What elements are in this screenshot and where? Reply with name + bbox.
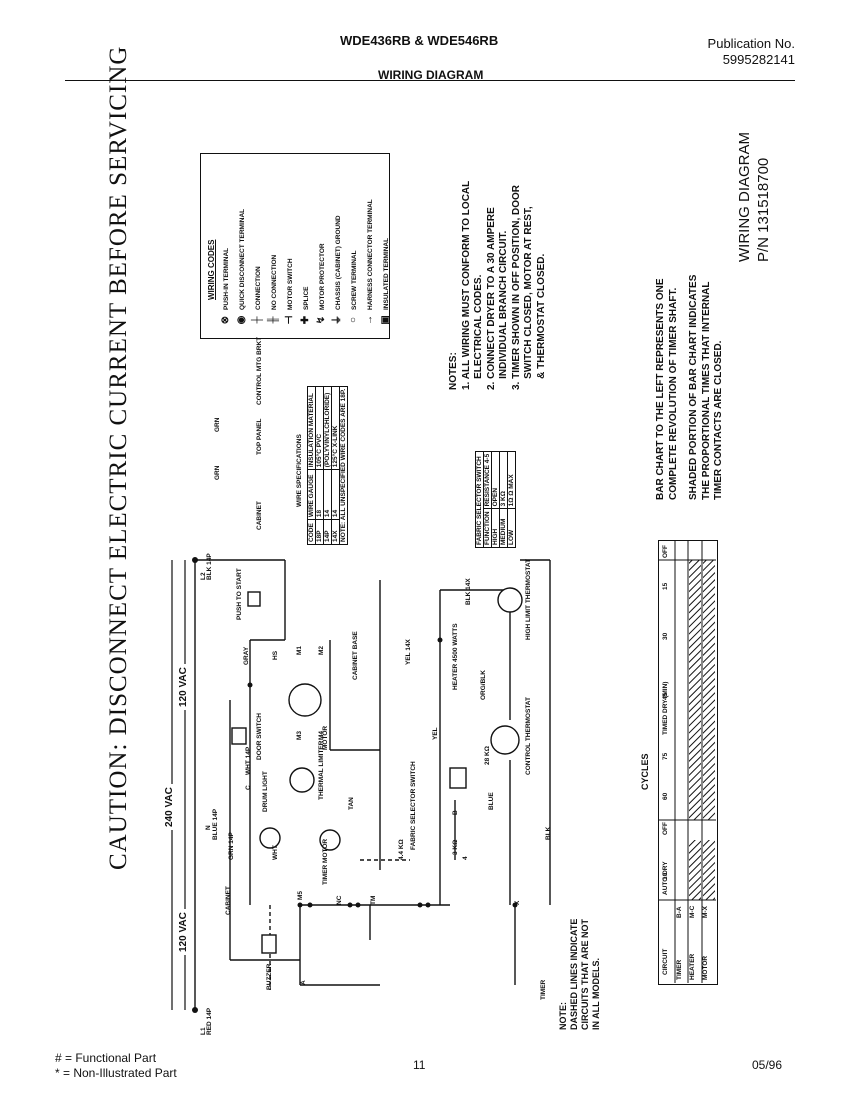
fabric-selector-switch-icon bbox=[449, 767, 467, 789]
timer-motor-icon bbox=[319, 829, 341, 851]
models-title: WDE436RB & WDE546RB bbox=[340, 33, 499, 48]
door-switch-icon bbox=[231, 727, 247, 745]
wiring-codes-box bbox=[200, 153, 390, 339]
cycle-name-off-2: OFF bbox=[662, 545, 669, 558]
high-limit-thermostat-icon bbox=[497, 587, 523, 613]
cycle-tick-label: 60 bbox=[662, 792, 669, 800]
cycle-tick-label: 10 bbox=[662, 872, 669, 880]
terminal-dots bbox=[192, 557, 518, 1013]
footer-legend: # = Functional Part * = Non-Illustrated … bbox=[55, 1051, 177, 1081]
page-number: 11 bbox=[413, 1058, 426, 1072]
header-rule bbox=[65, 80, 795, 81]
footer-legend-non-illustrated: * = Non-Illustrated Part bbox=[55, 1066, 177, 1080]
cycle-bar-heater bbox=[689, 560, 701, 820]
cycle-bar-motor bbox=[703, 560, 715, 820]
cycle-tick-label: 45 bbox=[662, 692, 669, 700]
control-thermostat-icon bbox=[490, 725, 520, 755]
cycle-tick-label: 75 bbox=[662, 752, 669, 760]
footer-date: 05/96 bbox=[752, 1058, 783, 1072]
motor-icon bbox=[288, 683, 322, 717]
thermal-limiter-icon bbox=[289, 767, 315, 793]
cycle-circuit-label: MOTOR bbox=[702, 955, 709, 980]
footer-legend-functional: # = Functional Part bbox=[55, 1051, 157, 1065]
schematic-components bbox=[231, 587, 523, 954]
buzzer-icon bbox=[261, 934, 277, 954]
publication-number: 5995282141 bbox=[722, 52, 795, 67]
cycle-name-timed: TIMED DRY (MIN) bbox=[662, 681, 669, 735]
cycle-circuit-label: TIMER bbox=[676, 959, 683, 980]
cycle-name-off: OFF bbox=[662, 822, 669, 835]
publication-block: Publication No. 5995282141 bbox=[640, 36, 795, 68]
cycle-contact-label: M-C bbox=[689, 905, 696, 918]
cycle-chart-title: CYCLES bbox=[640, 753, 650, 790]
cycle-circuit-header: CIRCUIT bbox=[662, 948, 669, 975]
cycle-bar-motor-auto bbox=[703, 840, 715, 900]
cycle-bar-heater-auto bbox=[689, 840, 701, 900]
cycle-contact-label: B-A bbox=[676, 906, 683, 918]
publication-label: Publication No. bbox=[707, 36, 795, 51]
drum-light-icon bbox=[259, 827, 281, 849]
section-title: WIRING DIAGRAM bbox=[378, 68, 484, 82]
cycle-circuit-label: HEATER bbox=[689, 953, 696, 980]
cycle-tick-label: 15 bbox=[662, 582, 669, 590]
cycle-contact-label: M-X bbox=[702, 906, 709, 918]
push-to-start-icon bbox=[247, 591, 261, 607]
cycle-tick-label: 30 bbox=[662, 632, 669, 640]
